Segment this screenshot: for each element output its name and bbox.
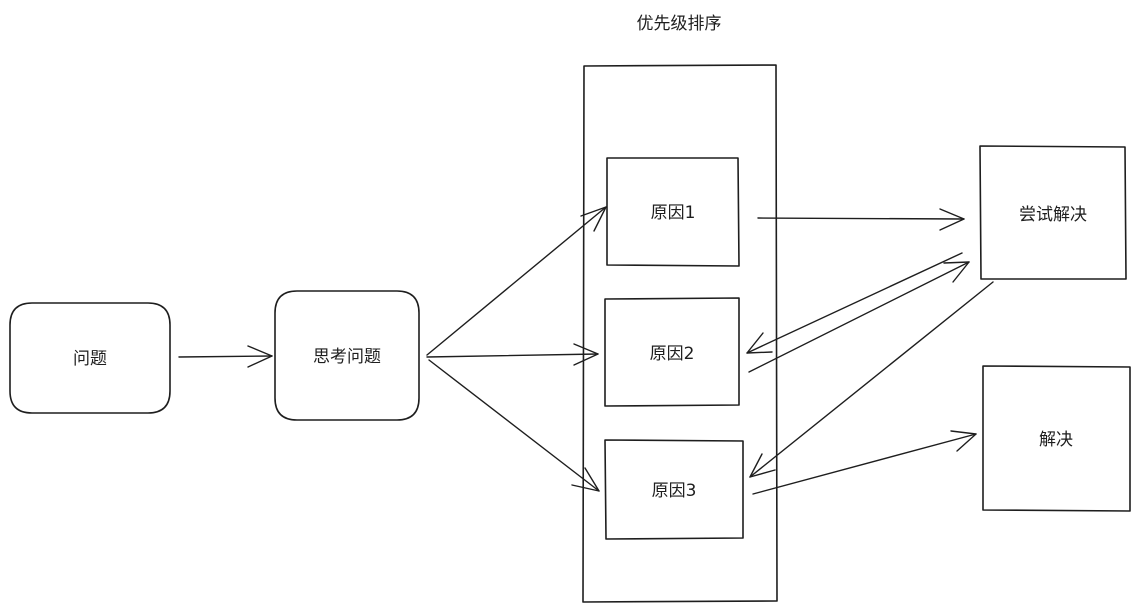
node-problem[interactable]: 问题 — [9, 302, 171, 414]
edge-try-solve-to-cause3[interactable] — [749, 281, 994, 478]
edge-cause2-to-try-solve[interactable] — [748, 261, 970, 373]
node-try-solve[interactable]: 尝试解决 — [979, 145, 1127, 280]
node-solve-label: 解决 — [1039, 430, 1073, 450]
node-cause2[interactable]: 原因2 — [604, 297, 740, 407]
node-try-solve-label: 尝试解决 — [1019, 205, 1087, 225]
node-cause1[interactable]: 原因1 — [606, 157, 740, 267]
node-think-label: 思考问题 — [313, 347, 381, 367]
node-cause1-label: 原因1 — [651, 203, 696, 223]
edge-cause3-to-solve[interactable] — [752, 430, 977, 495]
edge-think-to-cause3[interactable] — [428, 359, 600, 492]
node-cause3[interactable]: 原因3 — [604, 439, 744, 540]
edge-cause1-to-try-solve[interactable] — [757, 208, 965, 231]
group-title: 优先级排序 — [637, 14, 722, 34]
node-cause2-label: 原因2 — [650, 344, 695, 364]
edge-try-solve-to-cause2[interactable] — [746, 252, 963, 354]
node-problem-label: 问题 — [73, 349, 107, 369]
priority-group-box[interactable] — [582, 64, 778, 603]
node-solve[interactable]: 解决 — [982, 365, 1131, 512]
edge-think-to-cause1[interactable] — [426, 206, 607, 356]
node-cause3-label: 原因3 — [652, 481, 697, 501]
node-think[interactable]: 思考问题 — [274, 290, 420, 421]
edge-problem-to-think[interactable] — [178, 345, 273, 368]
edge-think-to-cause2[interactable] — [426, 343, 599, 366]
